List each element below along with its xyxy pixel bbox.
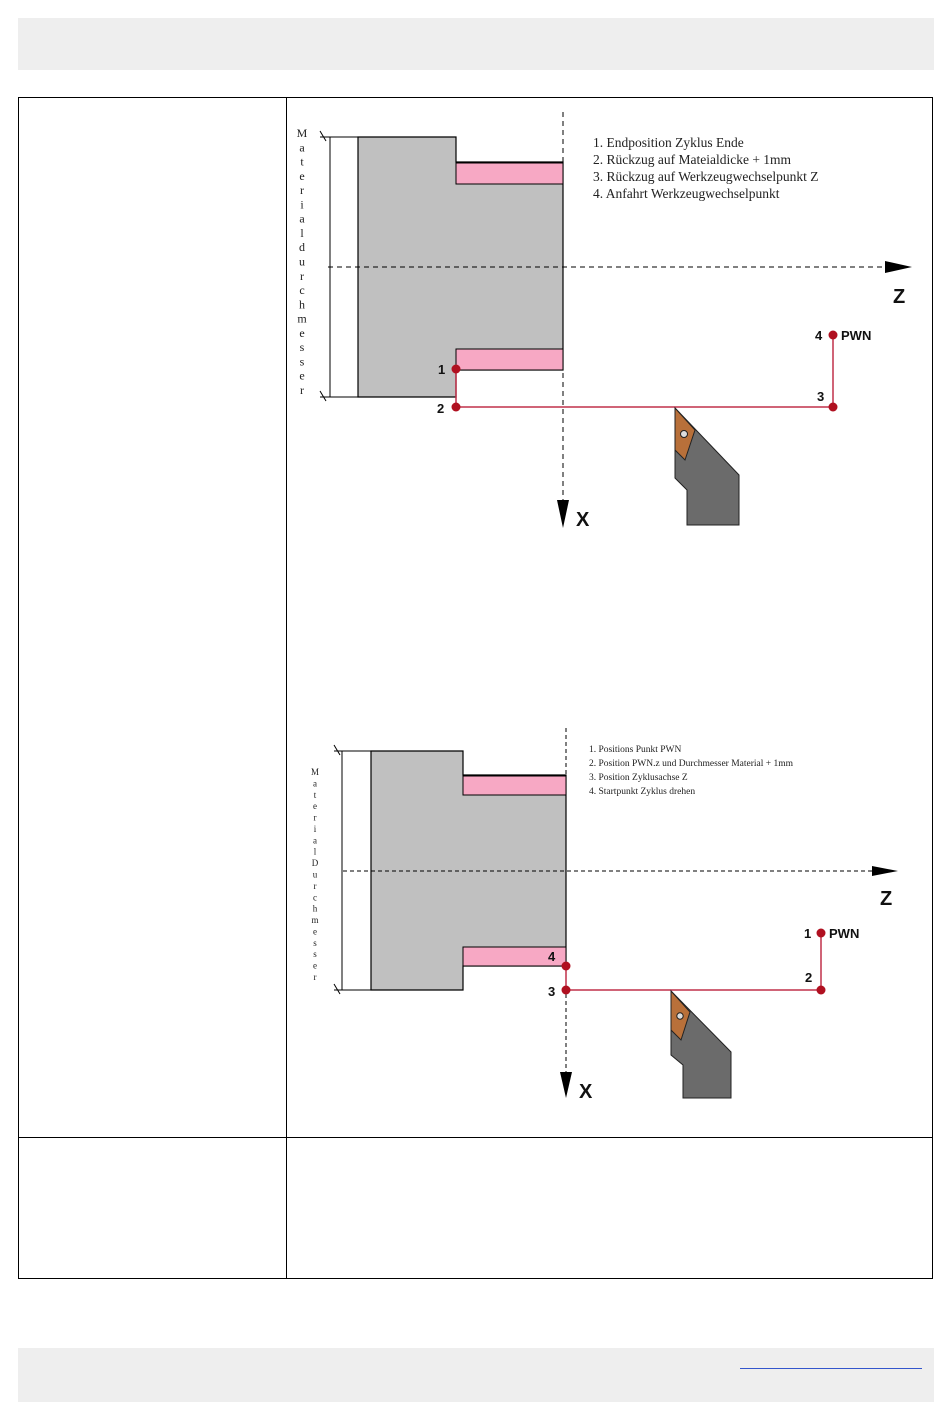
workpiece-top: [329, 136, 564, 398]
point-2-label: 2: [437, 401, 444, 416]
z-axis-arrow: [872, 866, 898, 876]
x-axis-label: X: [579, 1081, 593, 1103]
step-3: 3. Position Zyklusachse Z: [589, 773, 688, 783]
pwn-label: PWN: [829, 926, 859, 941]
z-axis-label: Z: [893, 286, 905, 308]
point-1-label: 1: [804, 926, 811, 941]
z-axis-arrow: [885, 261, 912, 273]
point-3: [828, 402, 838, 412]
point-2: [816, 985, 826, 995]
point-4-label: 4: [548, 949, 556, 964]
point-4: [828, 330, 838, 340]
tool-path-top: [455, 335, 834, 408]
step-4: 4. Anfahrt Werkzeugwechselpunkt: [593, 186, 780, 201]
pwn-label: PWN: [841, 328, 871, 343]
x-axis-arrow: [560, 1072, 572, 1098]
table-row-divider: [18, 1137, 933, 1138]
steps-list-top: 1. Endposition Zyklus Ende 2. Rückzug au…: [593, 135, 818, 201]
groove-lower: [455, 348, 564, 371]
groove-upper: [455, 162, 564, 185]
turning-tool-top: [674, 406, 740, 526]
point-4: [561, 961, 571, 971]
point-1: [816, 928, 826, 938]
step-1: 1. Positions Punkt PWN: [589, 745, 682, 755]
point-3-label: 3: [548, 984, 555, 999]
step-1: 1. Endposition Zyklus Ende: [593, 135, 744, 150]
x-axis-label: X: [576, 509, 590, 531]
page-footer-bar: [18, 1348, 934, 1402]
steps-list-bottom: 1. Positions Punkt PWN 2. Position PWN.z…: [589, 745, 794, 797]
diameter-dimension-bottom: [333, 744, 371, 995]
point-3: [561, 985, 571, 995]
point-2: [451, 402, 461, 412]
step-2: 2. Position PWN.z und Durchmesser Materi…: [589, 759, 794, 769]
point-3-label: 3: [817, 389, 824, 404]
step-2: 2. Rückzug auf Mateialdicke + 1mm: [593, 152, 792, 167]
page-header-bar: [18, 18, 934, 70]
table-column-divider: [286, 97, 287, 1279]
diameter-dimension-top: [319, 130, 358, 402]
tool-path-bottom: [565, 933, 822, 991]
step-4: 4. Startpunkt Zyklus drehen: [589, 787, 695, 797]
point-4-label: 4: [815, 328, 823, 343]
footer-link[interactable]: [740, 1368, 922, 1369]
x-axis-arrow: [557, 500, 569, 528]
turning-tool-bottom: [670, 989, 732, 1099]
z-axis-label: Z: [880, 888, 892, 910]
point-1: [451, 364, 461, 374]
step-3: 3. Rückzug auf Werkzeugwechselpunkt Z: [593, 169, 818, 184]
groove-lower: [462, 946, 567, 967]
groove-upper: [462, 775, 567, 796]
point-2-label: 2: [805, 970, 812, 985]
content-table: [18, 97, 933, 1279]
point-1-label: 1: [438, 362, 445, 377]
